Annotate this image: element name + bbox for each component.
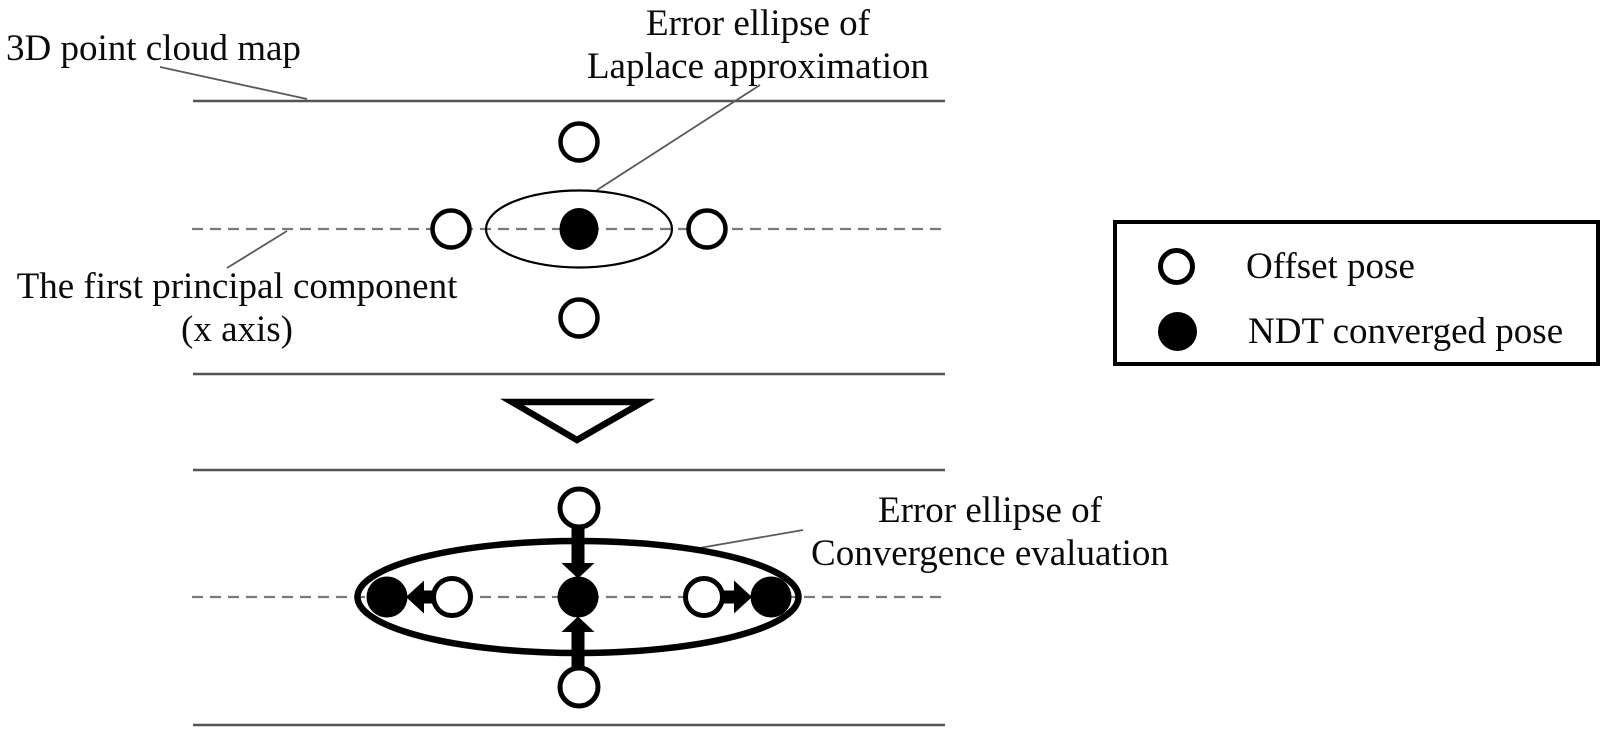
- offset-pose-circle-bottom-up: [557, 486, 601, 530]
- offset-pose-circle-bottom-left: [431, 576, 473, 618]
- legend-label-offset-pose: Offset pose: [1246, 245, 1415, 287]
- arrow-right-icon: [722, 580, 752, 614]
- principal-component-label: The first principal component (x axis): [17, 265, 458, 351]
- point-cloud-map-label: 3D point cloud map: [6, 28, 301, 69]
- offset-pose-circle-top-left: [430, 208, 472, 250]
- arrow-up-icon: [561, 616, 595, 668]
- laplace-ellipse-label: Error ellipse of Laplace approximation: [587, 2, 929, 88]
- leader-line-laplace-ellipse: [596, 84, 761, 191]
- offset-pose-circle-top-down: [558, 297, 600, 339]
- arrow-left-icon: [406, 580, 434, 614]
- laplace-error-ellipse: [484, 189, 674, 269]
- arrow-down-icon: [561, 527, 595, 579]
- legend-item-offset-pose: Offset pose: [1117, 245, 1596, 287]
- convergence-ellipse-label-line2: Convergence evaluation: [811, 533, 1169, 574]
- offset-pose-circle-top-right: [686, 208, 728, 250]
- filled-circle-icon: [1158, 311, 1197, 351]
- ndt-converged-pose-circle-bottom-center: [557, 576, 599, 618]
- leader-line-point-cloud-map: [159, 66, 308, 100]
- laplace-ellipse-label-line1: Error ellipse of: [646, 3, 870, 44]
- ndt-converged-pose-circle-bottom-right: [750, 576, 792, 618]
- open-circle-icon: [1158, 247, 1195, 285]
- ndt-converged-pose-circle-top-center: [559, 208, 599, 250]
- leader-line-convergence-ellipse: [687, 529, 804, 551]
- legend-item-ndt-converged-pose: NDT converged pose: [1117, 310, 1596, 352]
- convergence-ellipse-label: Error ellipse of Convergence evaluation: [811, 489, 1169, 575]
- offset-pose-circle-bottom-right: [683, 576, 725, 618]
- ndt-converged-pose-circle-bottom-left: [366, 576, 408, 618]
- down-triangle-icon: [500, 398, 656, 444]
- offset-pose-circle-bottom-down: [557, 665, 601, 709]
- leader-line-principal-component: [226, 230, 288, 269]
- laplace-ellipse-label-line2: Laplace approximation: [586, 46, 930, 87]
- offset-pose-circle-top-up: [558, 121, 600, 163]
- legend: Offset pose NDT converged pose: [1113, 220, 1600, 366]
- principal-component-label-line1: The first principal component: [16, 266, 458, 307]
- convergence-ellipse-label-line1: Error ellipse of: [878, 490, 1102, 531]
- principal-component-label-line2: (x axis): [180, 309, 293, 350]
- legend-label-ndt-converged-pose: NDT converged pose: [1248, 310, 1564, 352]
